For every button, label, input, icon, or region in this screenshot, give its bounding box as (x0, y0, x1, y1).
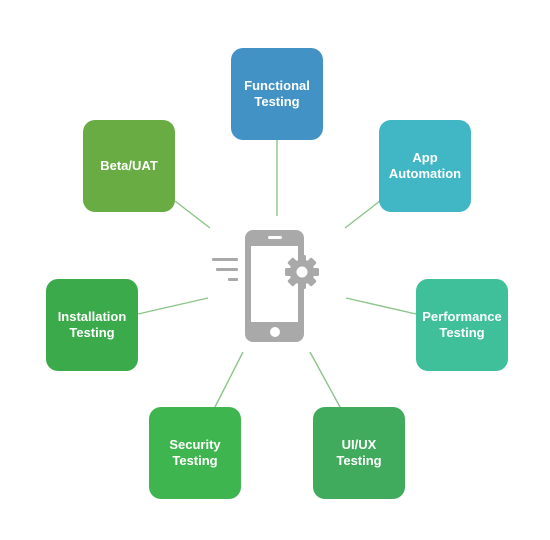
phone-home-button (270, 327, 280, 337)
smartphone-gear-icon (210, 228, 325, 346)
node-uiux-testing: UI/UX Testing (313, 407, 405, 499)
node-label-line2: Testing (254, 94, 300, 109)
connector-performance (345, 297, 417, 315)
node-functional-testing: Functional Testing (231, 48, 323, 140)
node-label-line1: Performance (422, 309, 502, 324)
connector-beta (174, 200, 211, 229)
node-label-line1: Installation (57, 309, 127, 324)
speed-line-2 (216, 268, 238, 271)
node-label-line1: Beta/UAT (100, 158, 158, 173)
node-performance-testing: Performance Testing (416, 279, 508, 371)
node-label-line2: Testing (439, 325, 485, 340)
connector-installation (137, 297, 209, 315)
connector-uiux (309, 351, 341, 408)
phone-speaker (268, 236, 282, 239)
node-installation-testing: Installation Testing (46, 279, 138, 371)
speed-line-3 (228, 278, 238, 281)
node-label-line1: App (412, 150, 438, 165)
node-label-line2: Testing (172, 453, 218, 468)
gear-icon (285, 255, 319, 289)
node-security-testing: Security Testing (149, 407, 241, 499)
speed-line-1 (212, 258, 238, 261)
node-beta-uat: Beta/UAT (83, 120, 175, 212)
connector-security (214, 351, 244, 408)
node-label-line2: Testing (69, 325, 115, 340)
node-app-automation: App Automation (379, 120, 471, 212)
node-label-line2: Testing (336, 453, 382, 468)
node-label-line2: Automation (388, 166, 462, 181)
node-label-line1: Functional (244, 78, 310, 93)
connector-app (344, 200, 381, 229)
node-label-line1: UI/UX (341, 437, 377, 452)
node-label-line1: Security (169, 437, 221, 452)
